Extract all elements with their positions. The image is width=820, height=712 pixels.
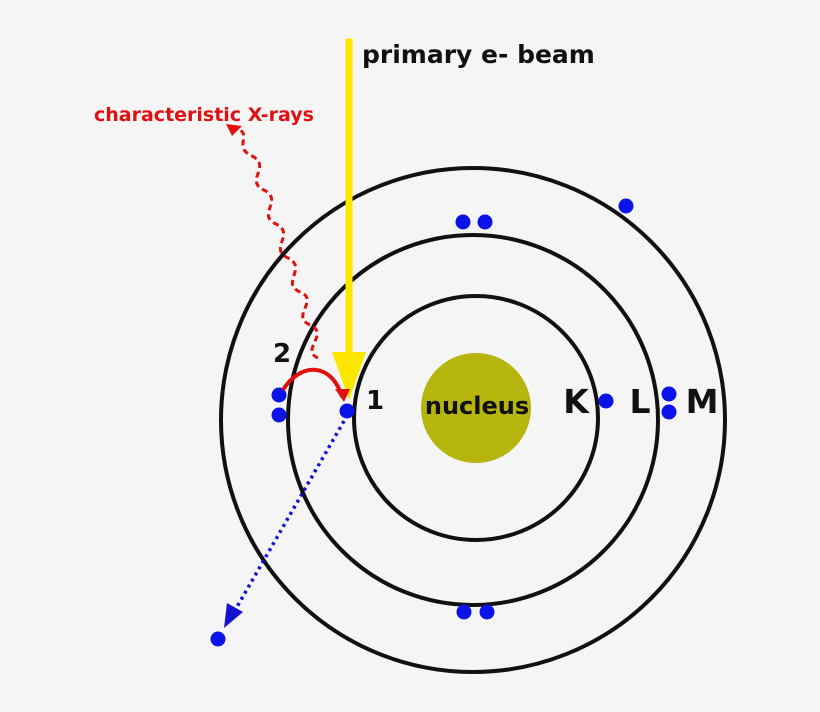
electron-m-left-1 [271,387,287,403]
electron-m-top-right [618,198,634,214]
transition-arrow [281,367,344,398]
shell-m-ring [219,166,727,674]
electron-k-2 [598,393,614,409]
nucleus-label: nucleus [425,392,529,420]
xray-wave [235,126,319,360]
electron-l-right-2 [661,404,677,420]
electron-l-right-1 [661,386,677,402]
primary-beam-arrowhead [332,352,366,400]
ejected-electron-path [232,420,346,613]
shell-label-k: K [563,382,590,421]
ejected-electron [210,631,226,647]
electron-l-bottom-1 [456,604,472,620]
electron-l-top-1 [455,214,471,230]
xray-arrowhead [226,124,242,136]
electron-l-top-2 [477,214,493,230]
electron-k-1 [339,403,355,419]
electrons [210,198,677,647]
electron-l-bottom-2 [479,604,495,620]
transition-arrowhead [335,389,350,402]
shell-label-l: L [629,382,650,421]
shell-label-m: M [686,382,719,421]
xray-label: characteristic X-rays [94,104,314,126]
step-1-label: 1 [366,386,384,416]
ejected-electron-arrowhead [224,603,243,628]
primary-beam-label: primary e- beam [362,40,595,69]
nucleus [421,353,531,463]
shell-l-ring [286,233,660,607]
shell-k-ring [352,294,600,542]
electron-m-left-2 [271,407,287,423]
step-2-label: 2 [273,339,291,369]
